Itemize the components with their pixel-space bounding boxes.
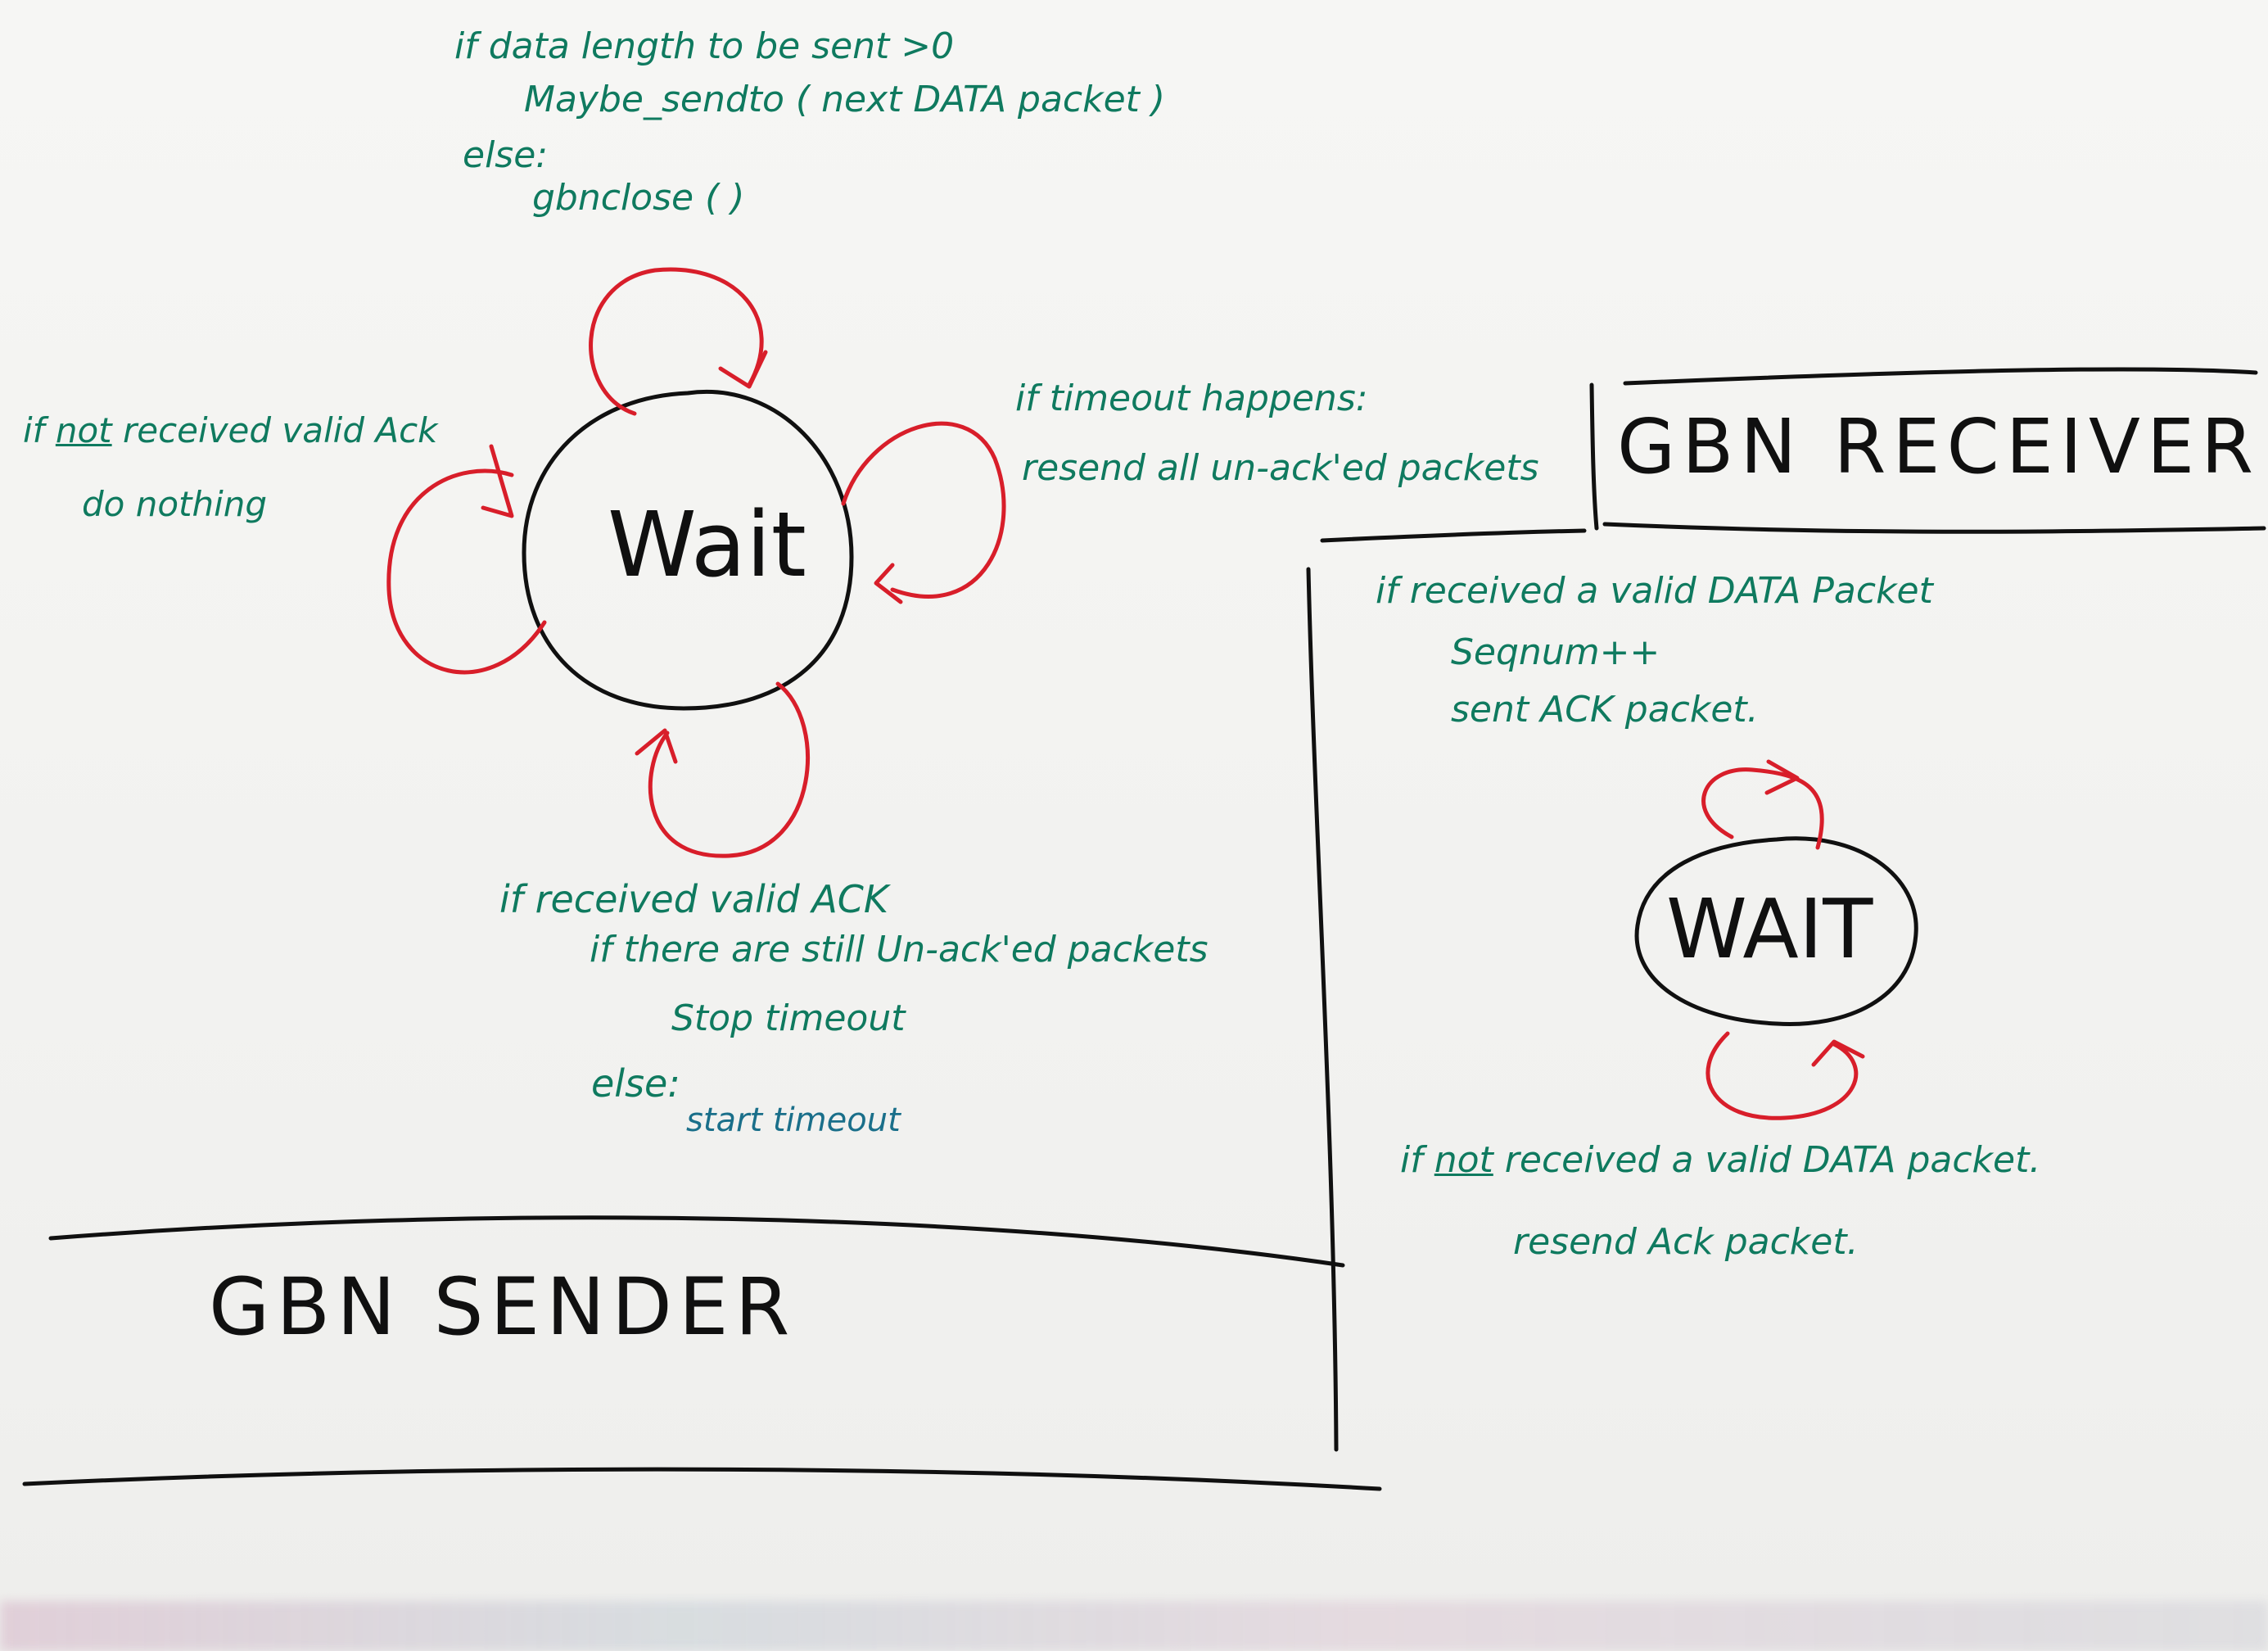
receiver-top-loop [1701, 767, 1824, 850]
receiver-box-left [1589, 382, 1599, 531]
sender-left-prefix: if [23, 410, 45, 450]
sender-top-loop-arrow [718, 350, 768, 389]
receiver-box-bottom [1602, 522, 2266, 534]
sender-title-line-bottom [22, 1467, 1382, 1491]
receiver-state-circle [1634, 836, 1918, 1026]
receiver-top-line3: sent ACK packet. [1451, 689, 1759, 731]
sender-top-line4: gbnclose ( ) [532, 177, 745, 219]
sender-right-line1: if timeout happens: [1015, 378, 1368, 419]
sender-top-loop [589, 267, 764, 416]
sender-state-label: Wait [608, 492, 806, 597]
sender-top-line1: if data length to be sent >0 [454, 25, 955, 67]
sender-right-loop-arrow [874, 563, 903, 604]
receiver-bottom-loop [1706, 1031, 1859, 1120]
sender-bottom-loop [648, 681, 810, 858]
sender-left-line1: if not received valid Ack [23, 414, 438, 448]
sender-right-line2: resend all un-ack'ed packets [1022, 447, 1539, 489]
receiver-top-loop-arrow [1764, 759, 1800, 795]
sender-left-loop-arrow [481, 444, 514, 518]
sender-bottom-line4: else: [591, 1061, 680, 1106]
sender-left-line2: do nothing [82, 484, 268, 524]
sender-bottom-line5: start timeout [686, 1101, 901, 1139]
sender-title: GBN SENDER [209, 1261, 797, 1353]
sender-bottom-line3: Stop timeout [671, 997, 906, 1039]
eraser-smudge [0, 1601, 2268, 1651]
receiver-box-top [1623, 367, 2258, 386]
sender-title-line-top [48, 1215, 1345, 1268]
receiver-bottom-rest: received a valid DATA packet. [1504, 1139, 2041, 1181]
sender-right-loop [841, 421, 1006, 599]
sender-right-border [1306, 567, 1339, 1452]
sender-left-not: not [55, 410, 112, 450]
sender-top-line3: else: [463, 134, 549, 176]
sender-bottom-line2: if there are still Un-ack'ed packets [590, 929, 1209, 970]
receiver-top-line1: if received a valid DATA Packet [1376, 570, 1933, 612]
sender-state-circle [522, 390, 854, 711]
sender-top-line2: Maybe_sendto ( next DATA packet ) [524, 79, 1166, 120]
receiver-bottom-line2: resend Ack packet. [1513, 1221, 1859, 1263]
receiver-bottom-not: not [1434, 1139, 1493, 1181]
receiver-box-bottom-left [1320, 528, 1587, 543]
sender-bottom-line1: if received valid ACK [499, 877, 889, 921]
receiver-bottom-loop-arrow [1811, 1039, 1865, 1067]
sender-left-rest: received valid Ack [122, 410, 438, 450]
receiver-bottom-prefix: if [1400, 1139, 1423, 1181]
receiver-top-line2: Seqnum++ [1451, 631, 1660, 673]
receiver-bottom-line1: if not received a valid DATA packet. [1400, 1142, 2040, 1178]
sender-left-loop [386, 468, 547, 675]
sender-bottom-loop-arrow [635, 728, 678, 764]
receiver-state-label: WAIT [1666, 881, 1873, 977]
receiver-title: GBN RECEIVER [1617, 403, 2261, 491]
